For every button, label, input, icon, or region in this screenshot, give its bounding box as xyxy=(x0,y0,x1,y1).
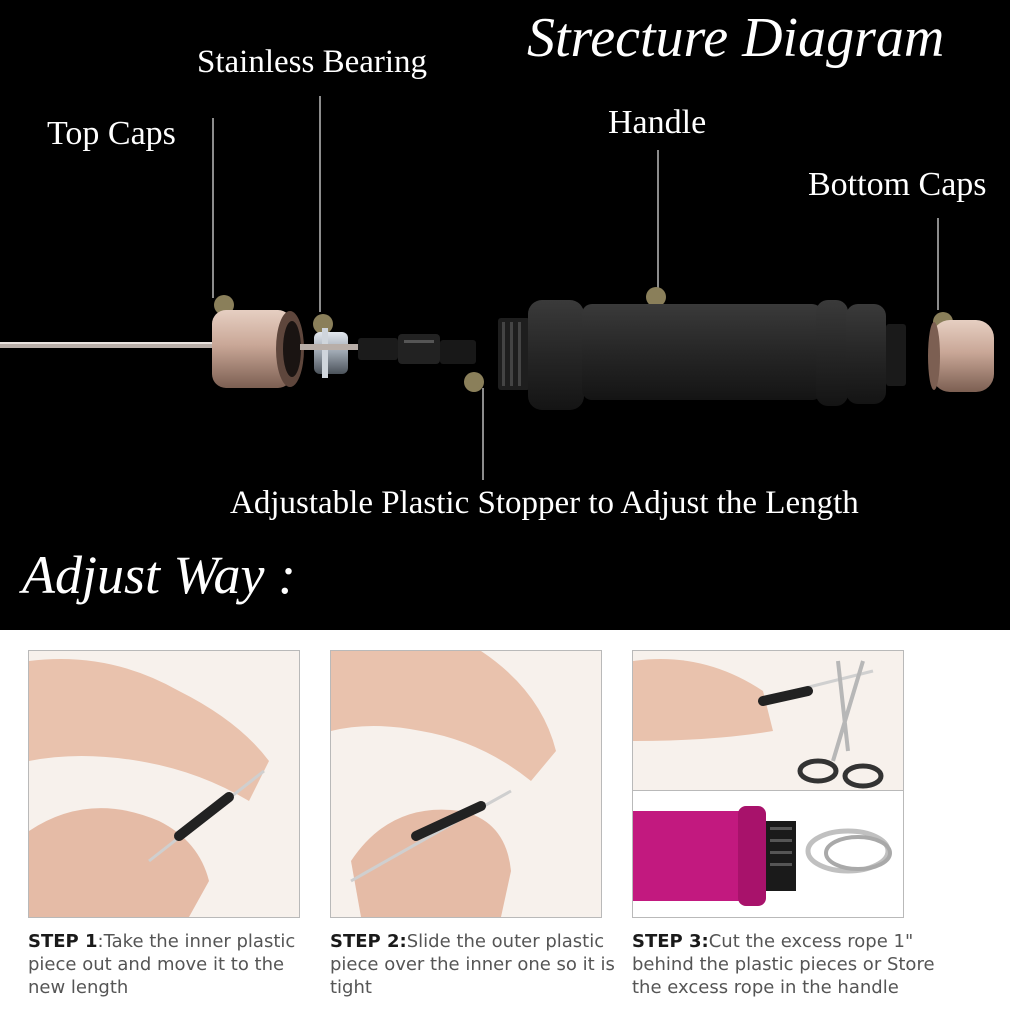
step3-photo-cut xyxy=(632,650,904,792)
step3-label: STEP 3: xyxy=(632,931,709,952)
bearing-part xyxy=(300,328,360,378)
label-bottom-caps: Bottom Caps xyxy=(808,166,987,203)
leader-top-caps xyxy=(212,118,214,298)
step2-text: Slide the outer plastic piece over the i… xyxy=(330,931,615,998)
adjust-steps-panel: STEP 1:Take the inner plastic piece out … xyxy=(0,630,1010,1010)
step2-photo xyxy=(330,650,602,918)
step1-label: STEP 1 xyxy=(28,931,98,952)
adjust-way-title: Adjust Way : xyxy=(22,545,296,605)
leader-bottom-caps xyxy=(937,218,939,310)
step1-photo xyxy=(28,650,300,918)
step2-caption: STEP 2:Slide the outer plastic piece ove… xyxy=(330,930,615,999)
plastic-stopper-part xyxy=(358,334,476,364)
diagram-title: Strecture Diagram xyxy=(527,7,945,69)
leader-stainless-bearing xyxy=(319,96,321,312)
handle-thread xyxy=(498,318,530,390)
structure-diagram-panel: Strecture Diagram Stainless Bearing Top … xyxy=(0,0,1010,630)
label-top-caps: Top Caps xyxy=(47,115,176,152)
step3-text: Cut the excess rope 1" behind the plasti… xyxy=(632,931,935,998)
callout-dot-stopper xyxy=(464,372,484,392)
callout-dot-handle xyxy=(646,287,666,307)
label-handle: Handle xyxy=(608,104,707,141)
step1-text: Take the inner plastic piece out and mov… xyxy=(28,931,296,998)
step3-photo-store xyxy=(632,790,904,918)
bottom-cap-part xyxy=(928,320,994,392)
label-stainless-bearing: Stainless Bearing xyxy=(197,44,428,80)
leader-stopper xyxy=(482,388,484,480)
step1-caption: STEP 1:Take the inner plastic piece out … xyxy=(28,930,313,999)
foam-handle-part xyxy=(528,300,906,410)
label-adjustable-stopper: Adjustable Plastic Stopper to Adjust the… xyxy=(230,485,859,521)
step1-separator: : xyxy=(97,931,104,952)
step3-caption: STEP 3:Cut the excess rope 1" behind the… xyxy=(632,930,952,999)
step2-label: STEP 2: xyxy=(330,931,407,952)
rope-cable xyxy=(0,342,300,348)
leader-handle xyxy=(657,150,659,290)
exploded-handle-illustration xyxy=(0,300,994,410)
top-cap-part xyxy=(212,310,304,388)
